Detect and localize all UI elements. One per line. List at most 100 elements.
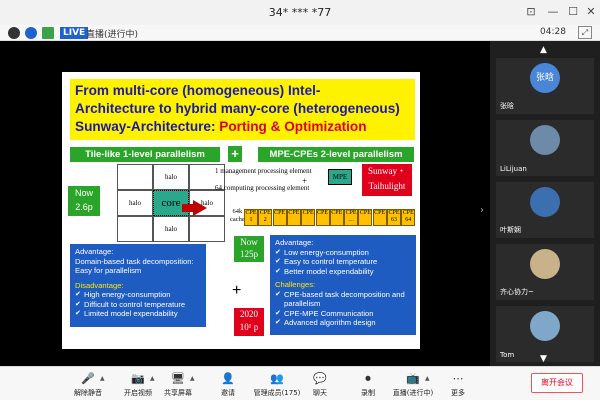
signal-icon[interactable] — [42, 27, 54, 39]
members-icon: 👥 — [270, 372, 284, 385]
window-title: 34* *** *77 — [268, 6, 332, 19]
more-icon: ⋯ — [452, 372, 464, 385]
disadvantage-item: Limited model expendability — [75, 309, 201, 319]
screen-share-icon: 🖥 — [171, 372, 185, 385]
slide-title-line-1: From multi-core (homogeneous) Intel- — [75, 83, 321, 98]
avatar — [530, 249, 560, 279]
participant-tile[interactable]: LiLijuan — [496, 120, 594, 176]
participant-tile[interactable]: 齐心协力~ — [496, 244, 594, 300]
advantage-title: Advantage: — [75, 247, 114, 256]
disadvantage-item: High energy-consumption — [75, 290, 201, 300]
challenges-title: Challenges: — [275, 280, 316, 289]
disadvantage-title: Disadvantage: — [75, 280, 124, 290]
live-badge: LIVE — [60, 27, 89, 39]
participant-name: 齐心协力~ — [500, 288, 534, 296]
invite-button[interactable]: 👤邀请 — [208, 371, 248, 399]
scroll-up-icon[interactable]: ▲ — [540, 45, 547, 55]
info-icon[interactable] — [8, 27, 20, 39]
challenge-item: CPE-MPE Communication — [275, 309, 411, 319]
scroll-down-icon[interactable]: ▼ — [540, 354, 547, 364]
toolbar-label: 共享屏幕 — [164, 389, 192, 397]
toolbar-label: 开启视频 — [124, 389, 152, 397]
caret-up-icon[interactable]: ▲ — [190, 375, 195, 382]
fullscreen-icon[interactable]: ⤢ — [578, 26, 592, 39]
computing-element-text: 64 computing processing element — [215, 184, 310, 192]
pin-icon[interactable]: ⊡ — [526, 5, 536, 18]
live-icon: 📺 — [406, 372, 420, 385]
arrow-shaft — [182, 204, 194, 212]
chevron-right-icon[interactable]: › — [480, 205, 484, 216]
halo-label: halo — [117, 190, 153, 216]
cpe-cell: CPE… — [344, 209, 359, 226]
management-plus: + — [302, 176, 308, 186]
cpe-cell: CPE — [272, 209, 287, 226]
avatar — [530, 187, 560, 217]
caret-up-icon[interactable]: ▲ — [100, 375, 105, 382]
cpe-cell: CPE — [286, 209, 301, 226]
mpe-box: MPE — [328, 169, 352, 185]
toolbar-label: 直播(进行中) — [392, 389, 434, 397]
halo-label: halo — [153, 216, 189, 242]
maximize-button[interactable]: ☐ — [568, 5, 578, 18]
shield-icon[interactable] — [25, 27, 37, 39]
slide-title-line-2: Architecture to hybrid many-core (hetero… — [75, 101, 400, 116]
participant-name: LiLijuan — [500, 165, 527, 173]
chat-button[interactable]: 💬 聊天 — [300, 371, 340, 399]
microphone-icon: 🎤 — [81, 372, 95, 385]
close-button[interactable]: ✕ — [586, 5, 596, 18]
toolbar-label: 解除静音 — [74, 389, 102, 397]
live-stream-button[interactable]: 📺 直播(进行中) ▲ — [393, 371, 433, 399]
unmute-button[interactable]: 🎤 解除静音 ▲ — [68, 371, 108, 399]
sunway-taihulight-box: Sunway・Taihulight — [362, 164, 412, 196]
toolbar-label: 聊天 — [313, 389, 327, 397]
start-video-button[interactable]: 📷 开启视频 ▲ — [118, 371, 158, 399]
invite-icon: 👤 — [221, 372, 235, 385]
minimize-button[interactable]: — — [547, 5, 559, 18]
left-advantages-box: Advantage: Domain-based task decompositi… — [70, 244, 206, 327]
core-cell: core — [153, 190, 189, 216]
cpe-cell: CPE — [301, 209, 316, 226]
caret-up-icon[interactable]: ▲ — [425, 375, 430, 382]
halo-label: halo — [189, 190, 225, 216]
cpe-cell: CPE — [329, 209, 344, 226]
advantage-item: Easy to control temperature — [275, 257, 411, 267]
participant-name: 叶斯娴 — [500, 226, 521, 234]
cpe-cell: CPE — [358, 209, 373, 226]
challenge-item: Advanced algorithm design — [275, 318, 411, 328]
presentation-slide: From multi-core (homogeneous) Intel- Arc… — [62, 72, 420, 349]
advantage-line: Domain-based task decomposition: — [75, 256, 194, 266]
management-element-text: 1 management processing element — [215, 167, 312, 175]
right-advantages-box: Advantage: Low energy-consumption Easy t… — [270, 235, 416, 335]
avatar — [530, 125, 560, 155]
participant-tile[interactable]: Tom — [496, 306, 594, 362]
right-parallelism-header: MPE-CPEs 2-level parallelism — [258, 147, 414, 162]
leave-meeting-button[interactable]: 离开会议 — [531, 373, 583, 393]
halo-grid: halo halo halo halo core — [117, 164, 225, 242]
share-screen-button[interactable]: 🖥 共享屏幕 ▲ — [158, 371, 198, 399]
record-button[interactable]: ⏺录制 — [348, 371, 388, 399]
participant-tile[interactable]: 叶斯娴 — [496, 182, 594, 238]
disadvantage-item: Difficult to control temperature — [75, 300, 201, 310]
participant-tile[interactable]: 张晗张晗 — [496, 58, 594, 114]
halo-label: halo — [153, 164, 189, 190]
advantage-line: Easy for parallelism — [75, 266, 142, 275]
challenge-item: CPE-based task decomposition and paralle… — [275, 290, 411, 309]
advantage-item: Better model expendability — [275, 267, 411, 277]
cpe-cell: CPE — [372, 209, 387, 226]
chat-icon: 💬 — [313, 372, 327, 385]
camera-icon: 📷 — [131, 372, 145, 385]
caret-up-icon[interactable]: ▲ — [150, 375, 155, 382]
live-status-text[interactable]: 直播(进行中) — [86, 30, 139, 40]
manage-members-button[interactable]: 👥管理成员(175) — [254, 371, 301, 399]
cpe-cell: CPE — [315, 209, 330, 226]
meeting-status-bar: LIVE 直播(进行中) 04:28 ⤢ — [0, 25, 600, 41]
more-button[interactable]: ⋯更多 — [438, 371, 478, 399]
meeting-toolbar: 🎤 解除静音 ▲ 📷 开启视频 ▲ 🖥 共享屏幕 ▲ 👤邀请👥管理成员(175) 💬 聊天 ⏺录制 📺 直播… — [0, 366, 600, 400]
